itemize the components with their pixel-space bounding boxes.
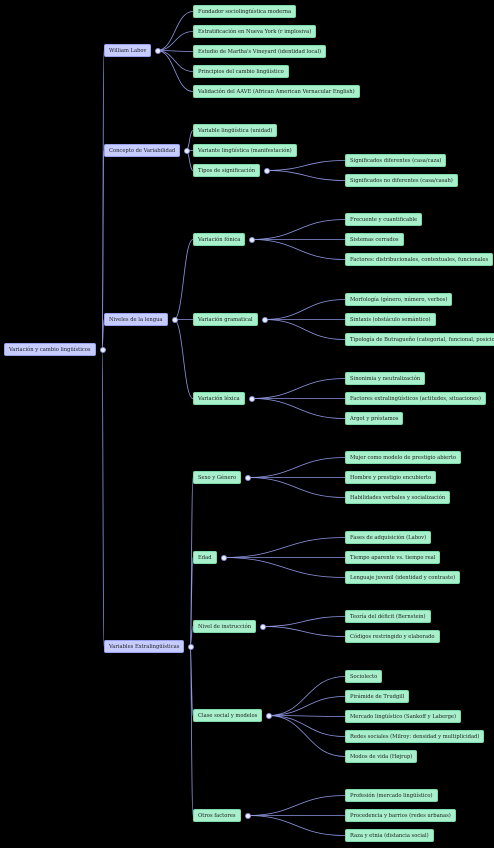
node-clase-social[interactable]: Clase social y modelos: [193, 709, 263, 722]
node-variante-linguistica[interactable]: Variante lingüística (manifestación): [193, 144, 297, 157]
node-clase-mercado[interactable]: Mercado lingüístico (Sankoff y Laberge): [345, 710, 462, 723]
connector-line: [246, 477, 346, 498]
connector-line: [267, 715, 346, 757]
node-niveles-lengua[interactable]: Niveles de la lengua: [104, 313, 168, 326]
node-variable-linguistica[interactable]: Variable lingüística (unidad): [193, 124, 278, 137]
node-edad-tiempo[interactable]: Tiempo aparente vs. tiempo real: [345, 551, 441, 564]
node-gramatical-tipologia[interactable]: Tipología de Butragueño (categorial, fun…: [345, 333, 494, 346]
node-gramatical-sintaxis[interactable]: Sintaxis (obstáculo semántico): [345, 313, 436, 326]
node-lexica-argot[interactable]: Argot y préstamos: [345, 412, 404, 425]
connector-line: [189, 646, 194, 816]
node-labov-marthas-vineyard[interactable]: Estudio de Martha's Vineyard (identidad …: [193, 45, 327, 58]
node-nivel-instruccion[interactable]: Nivel de instrucción: [193, 620, 257, 633]
collapse-toggle-icon[interactable]: [260, 623, 266, 630]
collapse-toggle-icon[interactable]: [249, 236, 255, 243]
node-edad-fases[interactable]: Fases de adquisición (Labov): [345, 531, 432, 544]
node-concepto-variabilidad[interactable]: Concepto de Variabilidad: [104, 144, 181, 157]
node-variables-extralinguisticas[interactable]: Variables Extralingüísticas: [104, 640, 185, 653]
connector-line: [265, 160, 346, 171]
node-labov-principios[interactable]: Principios del cambio lingüístico: [193, 65, 289, 78]
node-instruccion-codigos[interactable]: Códigos restringido y elaborado: [345, 630, 440, 643]
connector-line: [267, 715, 346, 737]
connector-line: [156, 50, 194, 92]
node-sexo-hombre[interactable]: Hombre y prestigio encubierto: [345, 471, 437, 484]
node-otros-raza[interactable]: Raza y etnia (distancia social): [345, 829, 434, 842]
node-labov-fundador[interactable]: Fundador sociolingüística moderna: [193, 5, 297, 18]
node-edad-lenguaje-juvenil[interactable]: Lenguaje juvenil (identidad y contraste): [345, 571, 461, 584]
node-clase-redes[interactable]: Redes sociales (Milroy: densidad y multi…: [345, 730, 485, 743]
connector-line: [156, 50, 194, 72]
node-significados-diferentes[interactable]: Significados diferentes (casa/caza): [345, 154, 447, 167]
collapse-toggle-icon[interactable]: [184, 147, 190, 154]
connector-line: [267, 715, 346, 717]
node-variacion-lexica[interactable]: Variación léxica: [193, 392, 245, 405]
connector-line: [250, 239, 346, 260]
connector-line: [250, 219, 346, 240]
connector-line: [222, 537, 346, 558]
connector-line: [246, 457, 346, 478]
connector-line: [156, 31, 194, 51]
connector-line: [261, 616, 346, 627]
connector-line: [246, 795, 346, 816]
collapse-toggle-icon[interactable]: [172, 316, 178, 323]
collapse-toggle-icon[interactable]: [155, 47, 161, 54]
node-tipos-significacion[interactable]: Tipos de significación: [193, 164, 261, 177]
collapse-toggle-icon[interactable]: [266, 712, 272, 719]
connector-line: [250, 378, 346, 399]
node-labov-aave[interactable]: Validación del AAVE (African American Ve…: [193, 85, 360, 98]
collapse-toggle-icon[interactable]: [245, 474, 251, 481]
node-clase-sociolecto[interactable]: Sociolecto: [345, 670, 383, 683]
node-significados-no-diferentes[interactable]: Significados no diferentes (casa/casah): [345, 174, 458, 187]
node-variacion-gramatical[interactable]: Variación gramatical: [193, 313, 258, 326]
node-edad[interactable]: Edad: [193, 551, 217, 564]
connector-line: [267, 676, 346, 716]
node-otros-factores[interactable]: Otros factores: [193, 809, 241, 822]
connector-line: [267, 696, 346, 716]
root-node[interactable]: Variación y cambio lingüísticos: [4, 343, 96, 356]
node-otros-procedencia[interactable]: Procedencia y barrios (redes urbanas): [345, 809, 456, 822]
connector-line: [101, 349, 105, 647]
node-otros-profesion[interactable]: Profesión (mercado lingüístico): [345, 789, 438, 802]
collapse-toggle-icon[interactable]: [249, 395, 255, 402]
connector-line: [101, 150, 105, 350]
node-clase-piramide[interactable]: Pirámide de Trudgill: [345, 690, 410, 703]
node-lexica-sinonimia[interactable]: Sinonimia y neutralización: [345, 372, 426, 385]
connector-line: [173, 239, 194, 320]
node-lexica-factores[interactable]: Factores extralingüísticos (actitudes, s…: [345, 392, 486, 405]
collapse-toggle-icon[interactable]: [100, 346, 106, 353]
connector-line: [261, 626, 346, 637]
node-sexo-mujer[interactable]: Mujer como modelo de prestigio abierto: [345, 451, 461, 464]
node-variacion-fonica[interactable]: Variación fónica: [193, 233, 246, 246]
connector-line: [173, 319, 194, 399]
connector-line: [263, 299, 346, 320]
node-instruccion-deficit[interactable]: Teoría del déficit (Bernstein): [345, 610, 431, 623]
node-william-labov[interactable]: William Labov: [104, 44, 152, 57]
node-fonica-sistemas[interactable]: Sistemas cerrados: [345, 233, 404, 246]
connector-line: [265, 170, 346, 181]
node-sexo-habilidades[interactable]: Habilidades verbales y socialización: [345, 491, 451, 504]
connector-line: [250, 398, 346, 419]
collapse-toggle-icon[interactable]: [245, 812, 251, 819]
collapse-toggle-icon[interactable]: [188, 643, 194, 650]
node-sexo-genero[interactable]: Sexo y Género: [193, 471, 242, 484]
node-gramatical-morfologia[interactable]: Morfología (género, número, verbos): [345, 293, 453, 306]
connector-line: [246, 815, 346, 836]
node-fonica-factores[interactable]: Factores: distribucionales, contextuales…: [345, 253, 494, 266]
node-labov-nueva-york[interactable]: Estratificación en Nueva York (r implosi…: [193, 25, 317, 38]
node-fonica-frecuente[interactable]: Frecuente y cuantificable: [345, 213, 423, 226]
connector-line: [156, 11, 194, 51]
collapse-toggle-icon[interactable]: [264, 167, 270, 174]
connector-line: [222, 557, 346, 578]
collapse-toggle-icon[interactable]: [221, 554, 227, 561]
collapse-toggle-icon[interactable]: [262, 316, 268, 323]
connector-line: [263, 319, 346, 340]
node-clase-modos-vida[interactable]: Modos de vida (Højrup): [345, 750, 418, 763]
